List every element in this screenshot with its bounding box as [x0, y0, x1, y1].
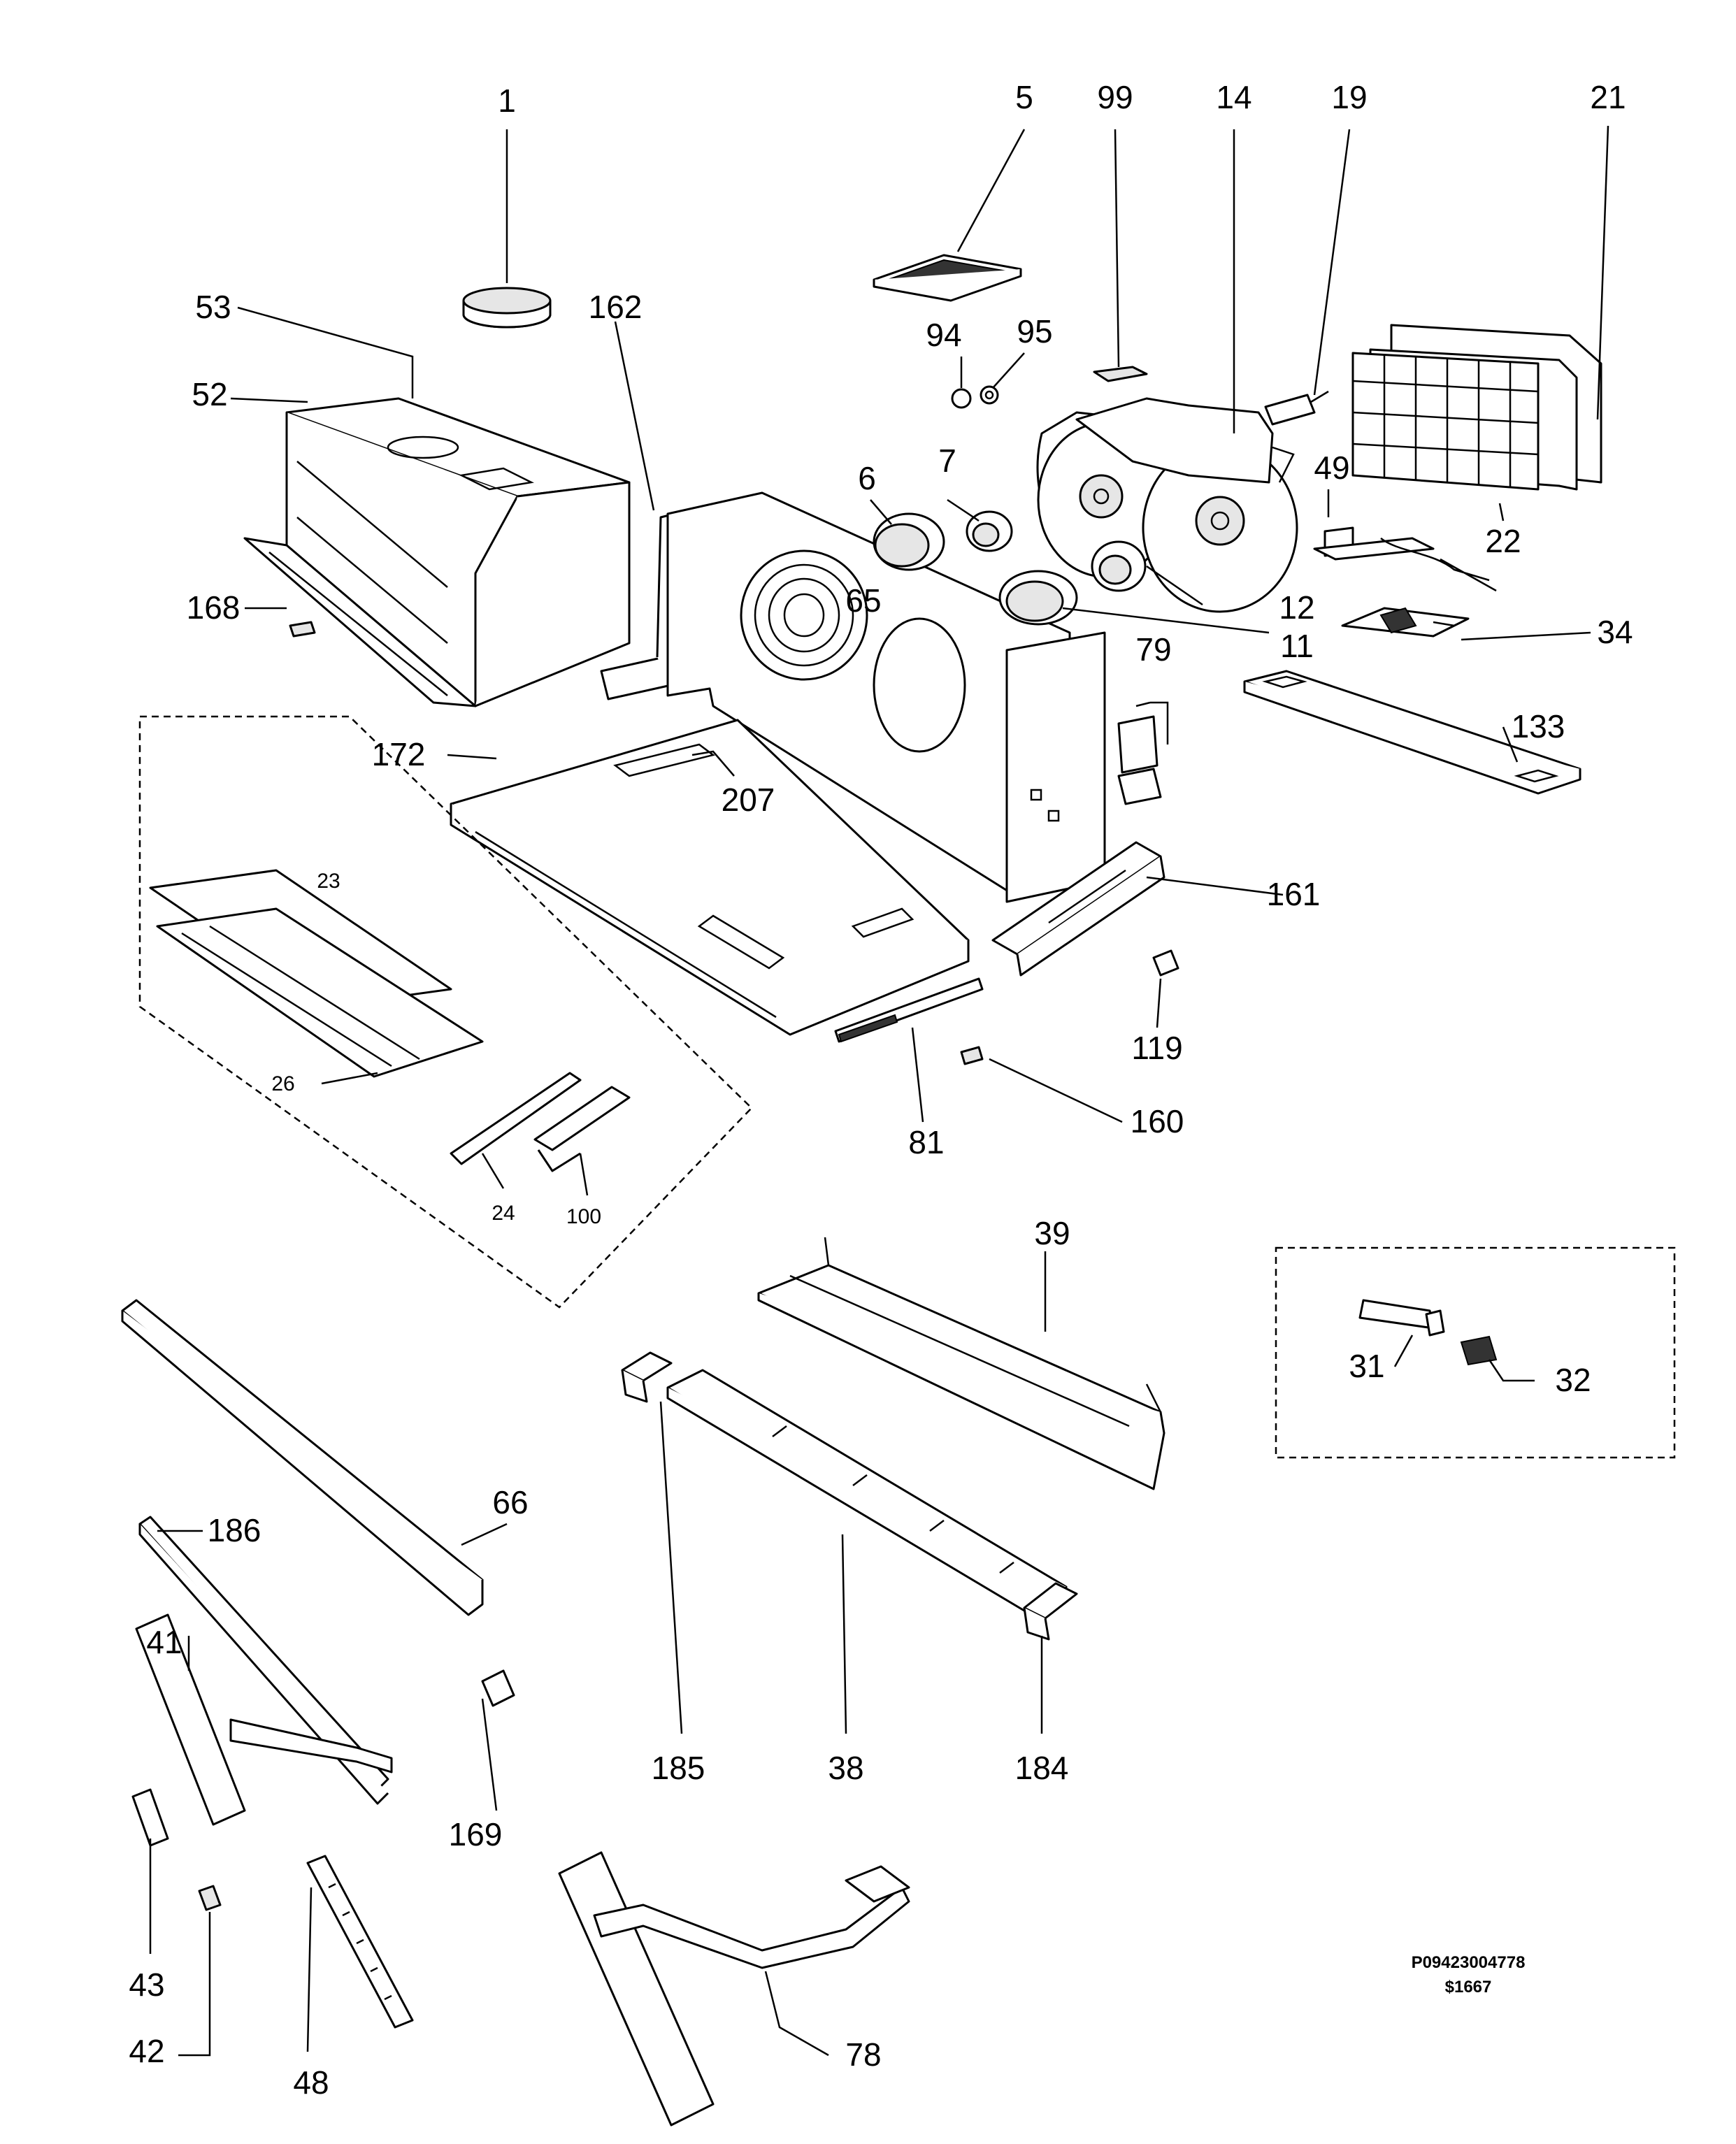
handle-frame-icon: [135, 1516, 393, 1826]
circuit-board-icon: [1341, 607, 1470, 638]
callout-31: 31: [1349, 1348, 1384, 1384]
callout-5: 5: [1015, 79, 1033, 115]
callout-95: 95: [1017, 313, 1052, 350]
small-nut-icon: [951, 385, 999, 409]
callout-186: 186: [208, 1512, 261, 1548]
callout-78: 78: [845, 2036, 881, 2073]
mounting-clip-icon: [481, 1669, 515, 1707]
callout-119: 119: [1131, 1030, 1182, 1066]
callout-26: 26: [271, 1072, 294, 1095]
rail-channel-icon: [1243, 670, 1581, 795]
callout-100: 100: [566, 1205, 601, 1228]
button-cap-icon: [131, 1788, 222, 1911]
filter-kit-group: [138, 715, 753, 1309]
callout-41: 41: [146, 1624, 182, 1660]
blower-wheel-icon: [873, 510, 1147, 626]
side-bracket-icon: [991, 841, 1165, 977]
callout-133: 133: [1512, 708, 1565, 744]
lamp-bulb-icon: [1358, 1299, 1445, 1337]
callout-94: 94: [926, 317, 961, 353]
callout-42: 42: [129, 2033, 164, 2069]
handle-bracket-icon: [558, 1851, 910, 2127]
callout-12: 12: [1279, 589, 1314, 626]
round-filter-cap-icon: [462, 287, 552, 329]
callout-43: 43: [129, 1966, 164, 2003]
vent-grille-icon: [873, 254, 1022, 302]
capacitor-icon: [1264, 390, 1329, 426]
callout-185: 185: [652, 1750, 705, 1786]
callout-48: 48: [293, 2064, 329, 2101]
slide-rail-icon: [834, 977, 984, 1043]
front-panel-channel-icon: [757, 1237, 1165, 1490]
leader-lines: [149, 125, 1609, 2057]
callout-161: 161: [1267, 876, 1321, 912]
blower-housing-icon: [1036, 397, 1298, 613]
chimney-duct-housing-icon: [243, 397, 631, 707]
callout-162: 162: [589, 289, 643, 325]
clip-icon: [1093, 366, 1148, 382]
callout-99: 99: [1097, 79, 1133, 115]
callout-79: 79: [1135, 631, 1171, 668]
callout-172: 172: [372, 736, 426, 772]
cable-clip-icon: [960, 949, 1179, 1065]
callout-6: 6: [858, 460, 876, 496]
callout-52: 52: [192, 376, 227, 412]
callout-19: 19: [1331, 79, 1367, 115]
callout-38: 38: [828, 1750, 863, 1786]
grease-filter-frame-icon: [1351, 324, 1602, 491]
callout-24: 24: [492, 1202, 515, 1225]
callout-49: 49: [1314, 449, 1349, 486]
callout-32: 32: [1555, 1362, 1591, 1398]
callout-169: 169: [449, 1816, 503, 1852]
drawing-code: P09423004778 $1667: [1412, 1953, 1526, 1996]
callout-65: 65: [845, 582, 881, 619]
drawing-number: P09423004778: [1412, 1953, 1526, 1972]
callout-160: 160: [1131, 1103, 1184, 1139]
callout-53: 53: [195, 289, 231, 325]
callout-21: 21: [1590, 79, 1626, 115]
callout-11: 11: [1280, 628, 1314, 664]
callout-66: 66: [492, 1484, 528, 1520]
callout-81: 81: [908, 1124, 944, 1160]
callout-184: 184: [1015, 1750, 1069, 1786]
callout-22: 22: [1485, 523, 1521, 559]
trim-bar-icon: [121, 1299, 484, 1616]
callout-168: 168: [187, 589, 241, 626]
callout-7: 7: [938, 443, 956, 479]
lamp-kit-group: [1275, 1246, 1676, 1459]
callout-1: 1: [498, 82, 516, 119]
callout-34: 34: [1597, 614, 1633, 650]
drawing-revision: $1667: [1445, 1978, 1492, 1996]
transformer-icon: [1313, 526, 1497, 592]
callout-207: 207: [722, 782, 775, 818]
lamp-socket-icon: [1460, 1335, 1498, 1366]
callout-23: 23: [317, 870, 340, 893]
base-chassis-plate-icon: [450, 719, 970, 1036]
led-strip-icon: [306, 1855, 414, 2029]
callout-14: 14: [1216, 79, 1251, 115]
callout-39: 39: [1034, 1215, 1070, 1251]
callout-labels: 1 5 99 14 19 21 53 162 94 95 52 7 6 49 2…: [129, 79, 1633, 2101]
end-cap-icon: [621, 1351, 1078, 1641]
switch-icon: [1117, 715, 1162, 805]
screw-icon: [289, 621, 316, 638]
back-panel-icon: [666, 491, 1106, 903]
